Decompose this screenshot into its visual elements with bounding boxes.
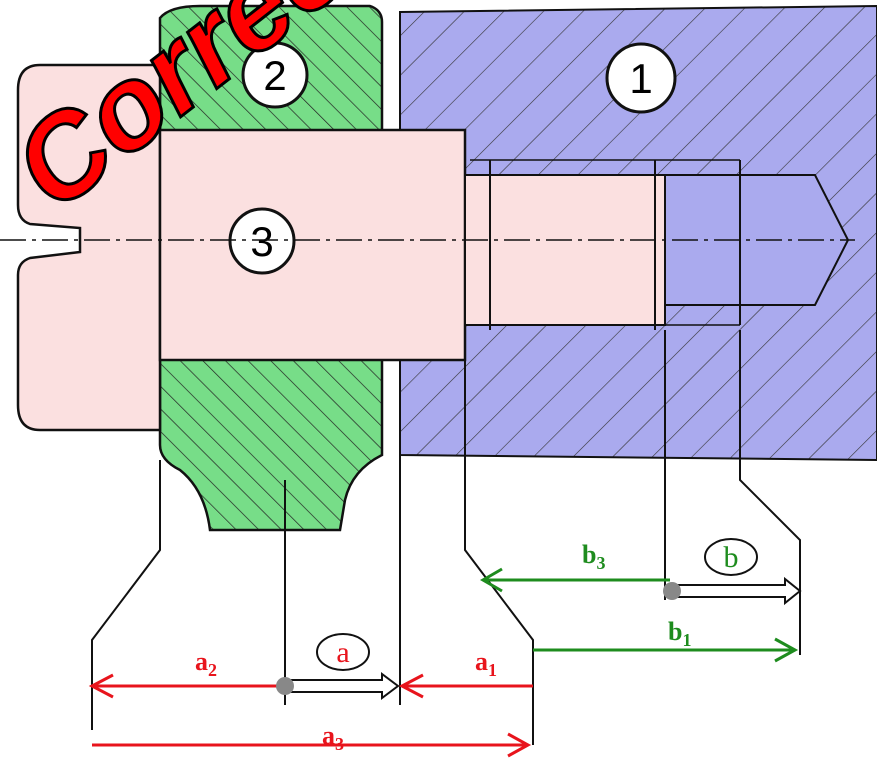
point-b-dot: [663, 582, 681, 600]
label-a2: a2: [195, 647, 217, 680]
point-a-arrow: a: [276, 633, 400, 700]
part-1-marker: [605, 42, 677, 114]
dimension-a2: a2: [88, 647, 283, 699]
part-2-number: 2: [263, 52, 286, 99]
point-a-label: a: [336, 636, 349, 669]
label-b3: b3: [582, 540, 605, 573]
label-a3: a3: [322, 721, 344, 754]
dimension-a3: a3: [92, 721, 532, 758]
point-b-label: b: [724, 541, 739, 574]
part-3-number: 3: [250, 218, 273, 265]
part-2-marker: [241, 41, 309, 109]
point-b-marker: [704, 538, 758, 576]
dimension-b3: b3: [480, 540, 670, 593]
dimension-b1: b1: [533, 617, 799, 663]
point-b-arrow: b: [663, 538, 802, 606]
point-a-dot: [276, 677, 294, 695]
point-a-marker: [316, 633, 370, 671]
part-3-marker: [228, 207, 296, 275]
dimension-a1: a1: [398, 647, 533, 699]
part-1-number: 1: [629, 55, 652, 102]
label-b1: b1: [668, 617, 691, 650]
label-a1: a1: [475, 647, 497, 680]
